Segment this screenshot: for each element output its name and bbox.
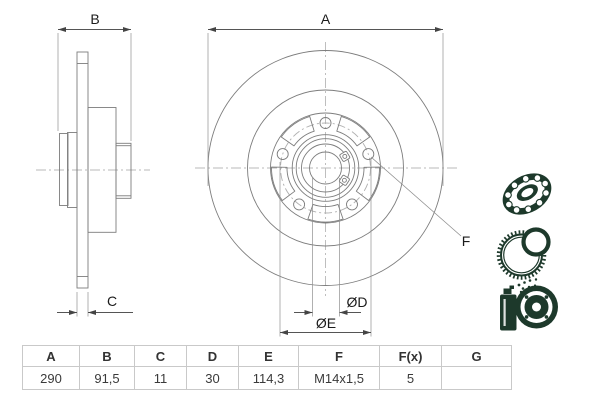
dim-label-f: F bbox=[462, 233, 471, 249]
spray-dots bbox=[517, 278, 538, 294]
dimension-f: F bbox=[370, 156, 471, 249]
bolt-holes bbox=[276, 117, 375, 211]
dim-label-a: A bbox=[321, 11, 331, 27]
col-header-g: G bbox=[441, 345, 512, 367]
bolt-circle bbox=[280, 122, 371, 214]
value-c: 11 bbox=[134, 366, 187, 390]
col-header-b: B bbox=[79, 345, 135, 367]
spec-table-value-row: 290 91,5 11 30 114,3 M14x1,5 5 bbox=[22, 366, 512, 390]
dim-label-e: ØE bbox=[316, 315, 336, 331]
dimension-a: A bbox=[207, 11, 444, 186]
col-header-fx: F(x) bbox=[379, 345, 442, 367]
dimension-e: ØE bbox=[279, 158, 372, 337]
dimension-b: B bbox=[57, 11, 132, 141]
value-g bbox=[441, 366, 512, 390]
abs-ring-icon bbox=[496, 227, 551, 280]
bearing-icon bbox=[502, 173, 552, 215]
col-header-a: A bbox=[22, 345, 80, 367]
col-header-f: F bbox=[298, 345, 380, 367]
spec-table: A B C D E F F(x) G 290 91,5 11 30 114,3 … bbox=[22, 345, 512, 390]
hub-step-section bbox=[67, 132, 78, 208]
snap-ring-tabs bbox=[338, 151, 351, 186]
hub-slots bbox=[271, 115, 380, 223]
dim-label-c: C bbox=[107, 293, 117, 309]
hub-flange-edge bbox=[270, 112, 381, 224]
abs-ring-section bbox=[59, 133, 69, 206]
value-d: 30 bbox=[186, 366, 239, 390]
center-bore bbox=[309, 151, 342, 185]
grease-spray-icon bbox=[500, 278, 558, 331]
value-e: 114,3 bbox=[238, 366, 299, 390]
dimension-c: C bbox=[57, 292, 133, 317]
value-f: M14x1,5 bbox=[298, 366, 380, 390]
friction-surface-inner-edge bbox=[247, 89, 404, 247]
front-view bbox=[195, 42, 460, 296]
bearing-flange-section bbox=[115, 142, 132, 199]
side-view bbox=[36, 51, 150, 289]
dim-label-d: ØD bbox=[347, 294, 368, 310]
dim-label-b: B bbox=[90, 11, 99, 27]
value-a: 290 bbox=[22, 366, 80, 390]
col-header-e: E bbox=[238, 345, 299, 367]
value-b: 91,5 bbox=[79, 366, 135, 390]
col-header-d: D bbox=[186, 345, 239, 367]
dimension-d: ØD bbox=[294, 178, 368, 317]
spec-table-header-row: A B C D E F F(x) G bbox=[22, 345, 512, 367]
value-fx: 5 bbox=[379, 366, 442, 390]
col-header-c: C bbox=[134, 345, 187, 367]
